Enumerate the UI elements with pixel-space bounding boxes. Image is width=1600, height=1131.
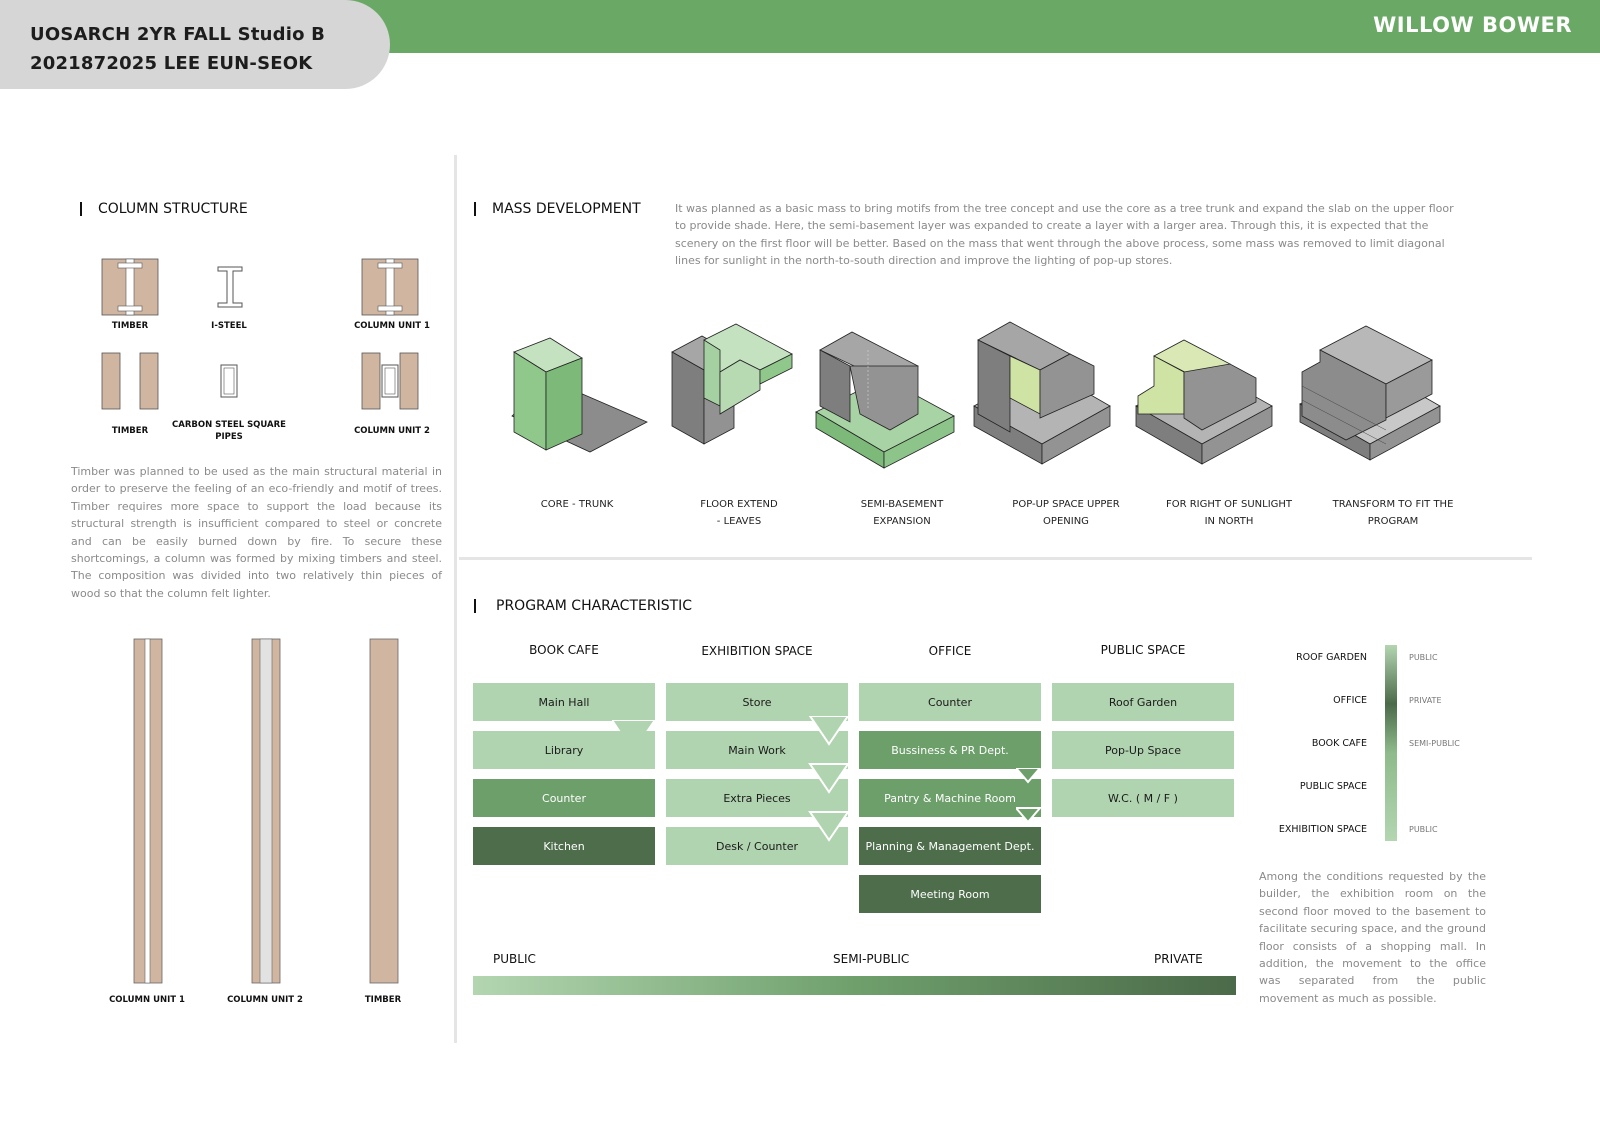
privacy-gradient-bar bbox=[473, 976, 1236, 995]
floor-label-exhibition: EXHIBITION SPACE bbox=[1278, 824, 1367, 835]
program-box-office-1: Counter bbox=[859, 683, 1041, 721]
mass-development-heading: MASS DEVELOPMENT bbox=[474, 201, 641, 217]
program-box-exhibition-2: Main Work bbox=[666, 731, 848, 769]
column-unit-1-elevation bbox=[133, 638, 163, 984]
program-box-public-1: Roof Garden bbox=[1052, 683, 1234, 721]
program-box-exhibition-1: Store bbox=[666, 683, 848, 721]
title-line-1: UOSARCH 2YR FALL Studio B bbox=[30, 24, 326, 45]
timber-pair-section-icon bbox=[101, 352, 159, 410]
gradient-label-private: PRIVATE bbox=[1154, 952, 1203, 966]
column-unit-2-elevation bbox=[251, 638, 281, 984]
mass-description: It was planned as a basic mass to bring … bbox=[675, 202, 1454, 268]
level-label-2: PRIVATE bbox=[1409, 696, 1442, 705]
square-pipe-section-icon bbox=[220, 364, 238, 398]
mass-step-1: CORE - TRUNK bbox=[540, 499, 614, 510]
transform-program-diagram bbox=[1299, 325, 1441, 461]
gradient-label-public: PUBLIC bbox=[493, 952, 536, 966]
program-col-office-title: OFFICE bbox=[928, 644, 972, 658]
program-box-book-cafe-1: Main Hall bbox=[473, 683, 655, 721]
level-label-5: PUBLIC bbox=[1409, 825, 1438, 834]
column-unit-2-section-icon bbox=[361, 352, 419, 410]
mass-step-4: POP-UP SPACE UPPER OPENING bbox=[1012, 499, 1120, 527]
mass-step-2: FLOOR EXTEND - LEAVES bbox=[700, 499, 778, 527]
core-trunk-diagram bbox=[511, 337, 648, 453]
elevation-label-1: COLUMN UNIT 1 bbox=[109, 995, 185, 1005]
timber-section-icon bbox=[101, 258, 159, 316]
vertical-divider bbox=[454, 155, 457, 1043]
column-unit-1-section-icon bbox=[361, 258, 419, 316]
program-note: Among the conditions requested by the bu… bbox=[1259, 870, 1486, 1005]
label-timber-2: TIMBER bbox=[111, 426, 149, 436]
program-box-office-2: Bussiness & PR Dept. bbox=[859, 731, 1041, 769]
floor-extend-diagram bbox=[671, 323, 793, 445]
program-box-exhibition-3: Extra Pieces bbox=[666, 779, 848, 817]
mass-step-3: SEMI-BASEMENT EXPANSION bbox=[860, 499, 944, 527]
flow-arrow-office-icon bbox=[1016, 768, 1043, 824]
horizontal-divider bbox=[459, 557, 1532, 560]
program-box-office-4: Planning & Management Dept. bbox=[859, 827, 1041, 865]
label-column-unit-2: COLUMN UNIT 2 bbox=[354, 426, 430, 436]
label-i-steel: I-STEEL bbox=[211, 321, 247, 331]
title-line-2: 2021872025 LEE EUN-SEOK bbox=[30, 53, 313, 74]
mass-development-diagrams bbox=[511, 321, 1441, 469]
flow-arrow-chain-icon bbox=[808, 716, 850, 842]
gradient-label-semi-public: SEMI-PUBLIC bbox=[833, 952, 910, 966]
mass-step-5: FOR RIGHT OF SUNLIGHT IN NORTH bbox=[1165, 499, 1293, 527]
column-description: Timber was planned to be used as the mai… bbox=[71, 465, 442, 600]
elevation-label-3: TIMBER bbox=[364, 995, 402, 1005]
label-carbon-steel: CARBON STEEL SQUARE PIPES bbox=[172, 420, 286, 442]
floor-privacy-scale-bar bbox=[1385, 645, 1397, 841]
column-structure-heading: COLUMN STRUCTURE bbox=[80, 201, 248, 217]
label-timber: TIMBER bbox=[111, 321, 149, 331]
program-box-book-cafe-4: Kitchen bbox=[473, 827, 655, 865]
program-box-exhibition-4: Desk / Counter bbox=[666, 827, 848, 865]
program-col-book-cafe-title: BOOK CAFE bbox=[529, 643, 599, 657]
column-elevations bbox=[133, 638, 399, 984]
floor-label-roof-garden: ROOF GARDEN bbox=[1296, 652, 1367, 663]
program-box-office-3: Pantry & Machine Room bbox=[859, 779, 1041, 817]
program-box-book-cafe-3: Counter bbox=[473, 779, 655, 817]
program-box-public-2: Pop-Up Space bbox=[1052, 731, 1234, 769]
pop-up-opening-diagram bbox=[973, 321, 1111, 465]
program-box-office-5: Meeting Room bbox=[859, 875, 1041, 913]
program-box-book-cafe-2: Library bbox=[473, 731, 655, 769]
title-pill: UOSARCH 2YR FALL Studio B 2021872025 LEE… bbox=[0, 0, 390, 89]
mass-step-6: TRANSFORM TO FIT THE PROGRAM bbox=[1332, 499, 1454, 527]
floor-label-office: OFFICE bbox=[1333, 695, 1367, 706]
column-section-diagrams bbox=[101, 258, 419, 410]
program-box-public-3: W.C. ( M / F ) bbox=[1052, 779, 1234, 817]
i-steel-section-icon bbox=[217, 266, 243, 308]
project-name: WILLOW BOWER bbox=[1373, 13, 1572, 37]
level-label-3: SEMI-PUBLIC bbox=[1409, 739, 1460, 748]
floor-label-book-cafe: BOOK CAFE bbox=[1311, 738, 1367, 749]
label-column-unit-1: COLUMN UNIT 1 bbox=[354, 321, 430, 331]
floor-label-public-space: PUBLIC SPACE bbox=[1299, 781, 1367, 792]
program-col-exhibition-title: EXHIBITION SPACE bbox=[701, 644, 813, 658]
semi-basement-diagram bbox=[815, 331, 955, 469]
timber-elevation bbox=[369, 638, 399, 984]
elevation-label-2: COLUMN UNIT 2 bbox=[227, 995, 303, 1005]
program-col-public-title: PUBLIC SPACE bbox=[1100, 643, 1186, 657]
sunlight-diagram bbox=[1135, 339, 1273, 465]
level-label-1: PUBLIC bbox=[1409, 653, 1438, 662]
program-heading: PROGRAM CHARACTERISTIC bbox=[474, 598, 692, 614]
